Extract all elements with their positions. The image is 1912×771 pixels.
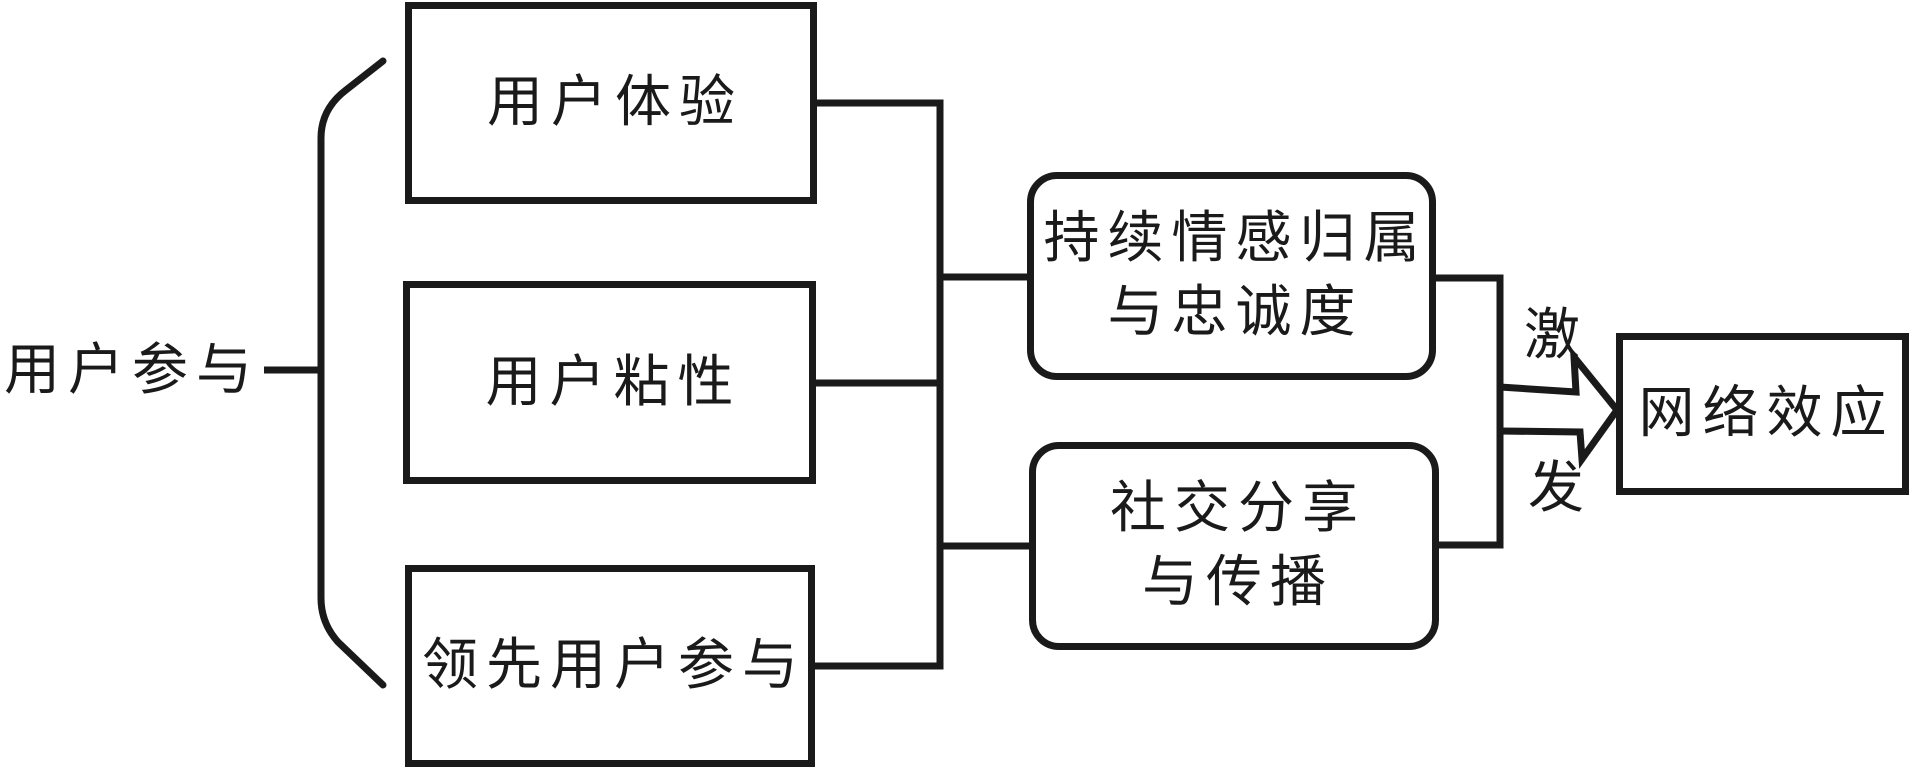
box-emotional-loyalty: 持续情感归属 与忠诚度 [1027,172,1436,380]
label-user-participation: 用户参与 [4,340,260,402]
box-user-stickiness-label: 用户粘性 [485,351,742,414]
box-emotional-loyalty-line1: 持续情感归属 [1043,208,1428,270]
box-user-experience-label: 用户体验 [487,72,743,134]
trigger-arrow-outline [1499,346,1622,469]
box-lead-user-participation-label: 领先用户参与 [422,635,806,697]
box-user-experience: 用户体验 [405,2,817,204]
box-network-effect-label: 网络效应 [1638,383,1895,445]
box-social-sharing: 社交分享 与传播 [1029,442,1439,650]
box-social-sharing-line1: 社交分享 [1110,478,1366,540]
box-social-sharing-line2: 与传播 [1142,552,1334,614]
box-lead-user-participation: 领先用户参与 [405,565,815,767]
box-emotional-loyalty-line2: 与忠诚度 [1107,282,1364,344]
arrow-label-bottom: 发 [1528,458,1592,520]
box-user-stickiness: 用户粘性 [403,281,816,484]
arrow-label-top: 激 [1524,305,1588,367]
connector-mediators-to-arrow [1434,274,1504,549]
left-brace [317,57,387,689]
box-network-effect: 网络效应 [1616,333,1909,495]
